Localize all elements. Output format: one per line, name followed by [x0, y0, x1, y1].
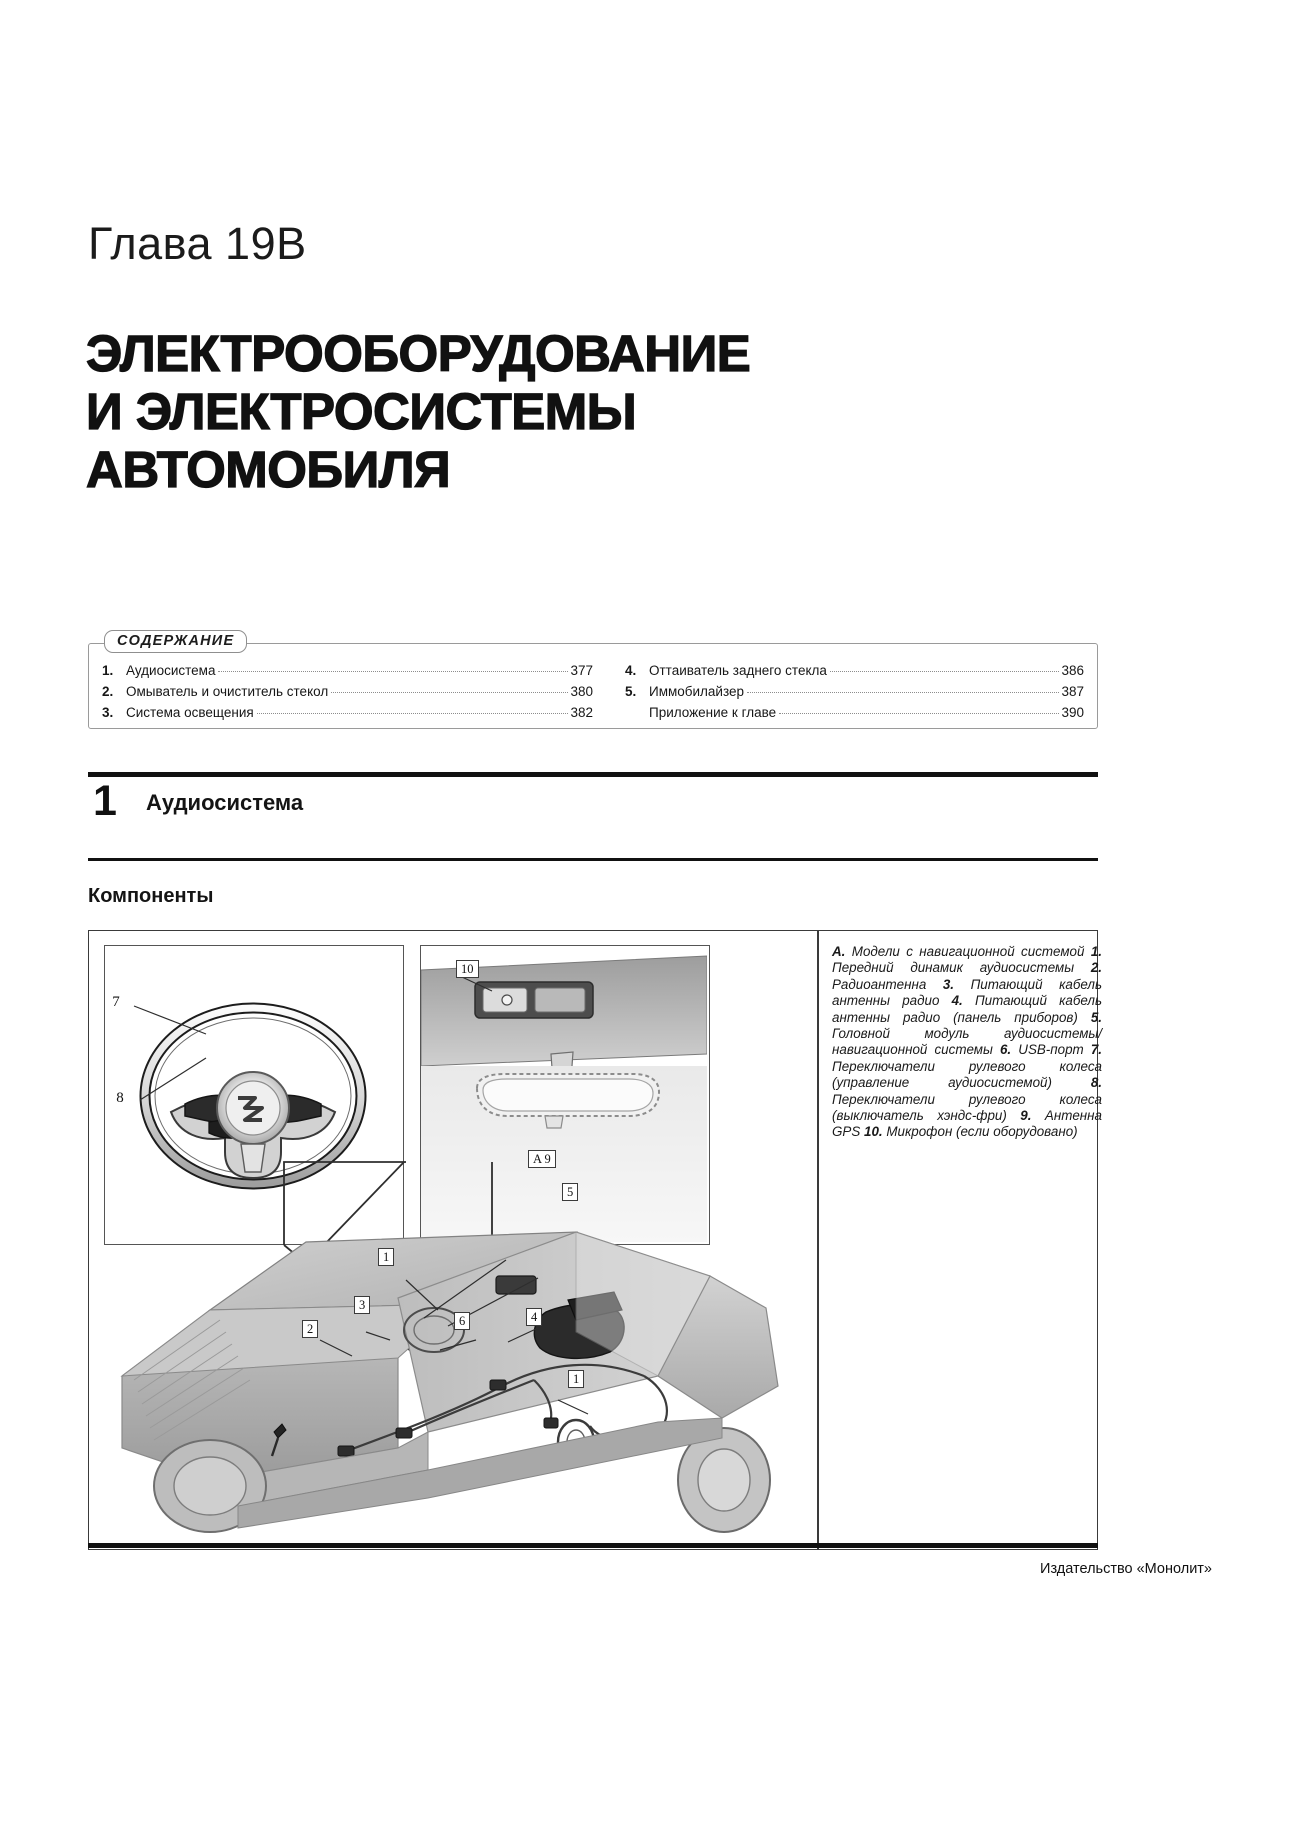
chapter-title-line-2: И ЭЛЕКТРОСИСТЕМЫ [85, 382, 637, 441]
contents-leader-dots [747, 692, 1060, 693]
contents-entry-number: 4. [625, 663, 637, 678]
contents-entry-page: 382 [570, 705, 593, 720]
contents-column-left: 1. Аудиосистема 377 2. Омыватель и очист… [102, 660, 593, 723]
figure-divider [817, 930, 819, 1550]
publisher-footer: Издательство «Монолит» [1040, 1561, 1212, 1577]
callout-1-front: 1 [568, 1370, 585, 1388]
contents-leader-dots [331, 692, 569, 693]
contents-entry-label: Аудиосистема [126, 663, 216, 678]
contents-tag: СОДЕРЖАНИЕ [104, 630, 248, 653]
section-number: 1 [93, 777, 117, 825]
callout-4: 4 [526, 1308, 543, 1326]
callout-6: 6 [454, 1312, 471, 1330]
contents-entry-number: 2. [102, 684, 114, 699]
contents-entry-page: 377 [570, 663, 593, 678]
vehicle-illustration [120, 1231, 779, 1533]
callout-10: 10 [456, 960, 479, 978]
page-title: ЭЛЕКТРООБОРУДОВАНИЕ И ЭЛЕКТРОСИСТЕМЫ АВТ… [85, 324, 966, 499]
contents-leader-dots [779, 713, 1060, 714]
contents-entry-label: Система освещения [126, 705, 254, 720]
contents-columns: 1. Аудиосистема 377 2. Омыватель и очист… [88, 660, 1098, 723]
roof-console-illustration [421, 955, 707, 1242]
footer-rule [88, 1543, 1098, 1548]
contents-leader-dots [256, 713, 569, 714]
contents-entry-page: 390 [1061, 705, 1084, 720]
contents-entry[interactable]: Приложение к главе 390 [625, 702, 1084, 723]
contents-entry[interactable]: 1. Аудиосистема 377 [102, 660, 593, 681]
contents-column-right: 4. Оттаиватель заднего стекла 386 5. Имм… [593, 660, 1084, 723]
chapter-title-line-3: АВТОМОБИЛЯ [85, 441, 451, 499]
section-rule-bottom [88, 858, 1098, 861]
contents-entry-page: 386 [1061, 663, 1084, 678]
contents-entry[interactable]: 3. Система освещения 382 [102, 702, 593, 723]
chapter-label: Глава 19B [88, 218, 307, 269]
callout-8: 8 [116, 1090, 124, 1106]
figure-legend: A. Модели с навигационной системой 1. Пе… [832, 944, 1102, 1140]
callout-3: 3 [354, 1296, 371, 1314]
contents-entry-label: Омыватель и очиститель стекол [126, 684, 329, 699]
callout-5: 5 [562, 1183, 579, 1201]
contents-entry-number: 3. [102, 705, 114, 720]
contents-box [88, 643, 1098, 729]
callout-2: 2 [302, 1320, 319, 1338]
callout-7: 7 [112, 994, 120, 1010]
contents-entry-label: Иммобилайзер [649, 684, 745, 699]
contents-entry[interactable]: 4. Оттаиватель заднего стекла 386 [625, 660, 1084, 681]
section-title: Аудиосистема [146, 790, 304, 815]
chapter-title-line-1: ЭЛЕКТРООБОРУДОВАНИЕ [85, 324, 751, 382]
subsection-heading: Компоненты [88, 885, 214, 907]
contents-entry-page: 380 [570, 684, 593, 699]
contents-entry-number: 5. [625, 684, 637, 699]
contents-entry[interactable]: 5. Иммобилайзер 387 [625, 681, 1084, 702]
contents-entry-number: 1. [102, 663, 114, 678]
contents-entry[interactable]: 2. Омыватель и очиститель стекол 380 [102, 681, 593, 702]
section-rule-top [88, 772, 1098, 777]
callout-a9: A 9 [528, 1150, 556, 1168]
contents-entry-label: Приложение к главе [649, 705, 777, 720]
callout-1-rear: 1 [378, 1248, 395, 1266]
contents-leader-dots [829, 671, 1060, 672]
contents-leader-dots [218, 671, 569, 672]
contents-entry-label: Оттаиватель заднего стекла [649, 663, 827, 678]
contents-entry-page: 387 [1061, 684, 1084, 699]
